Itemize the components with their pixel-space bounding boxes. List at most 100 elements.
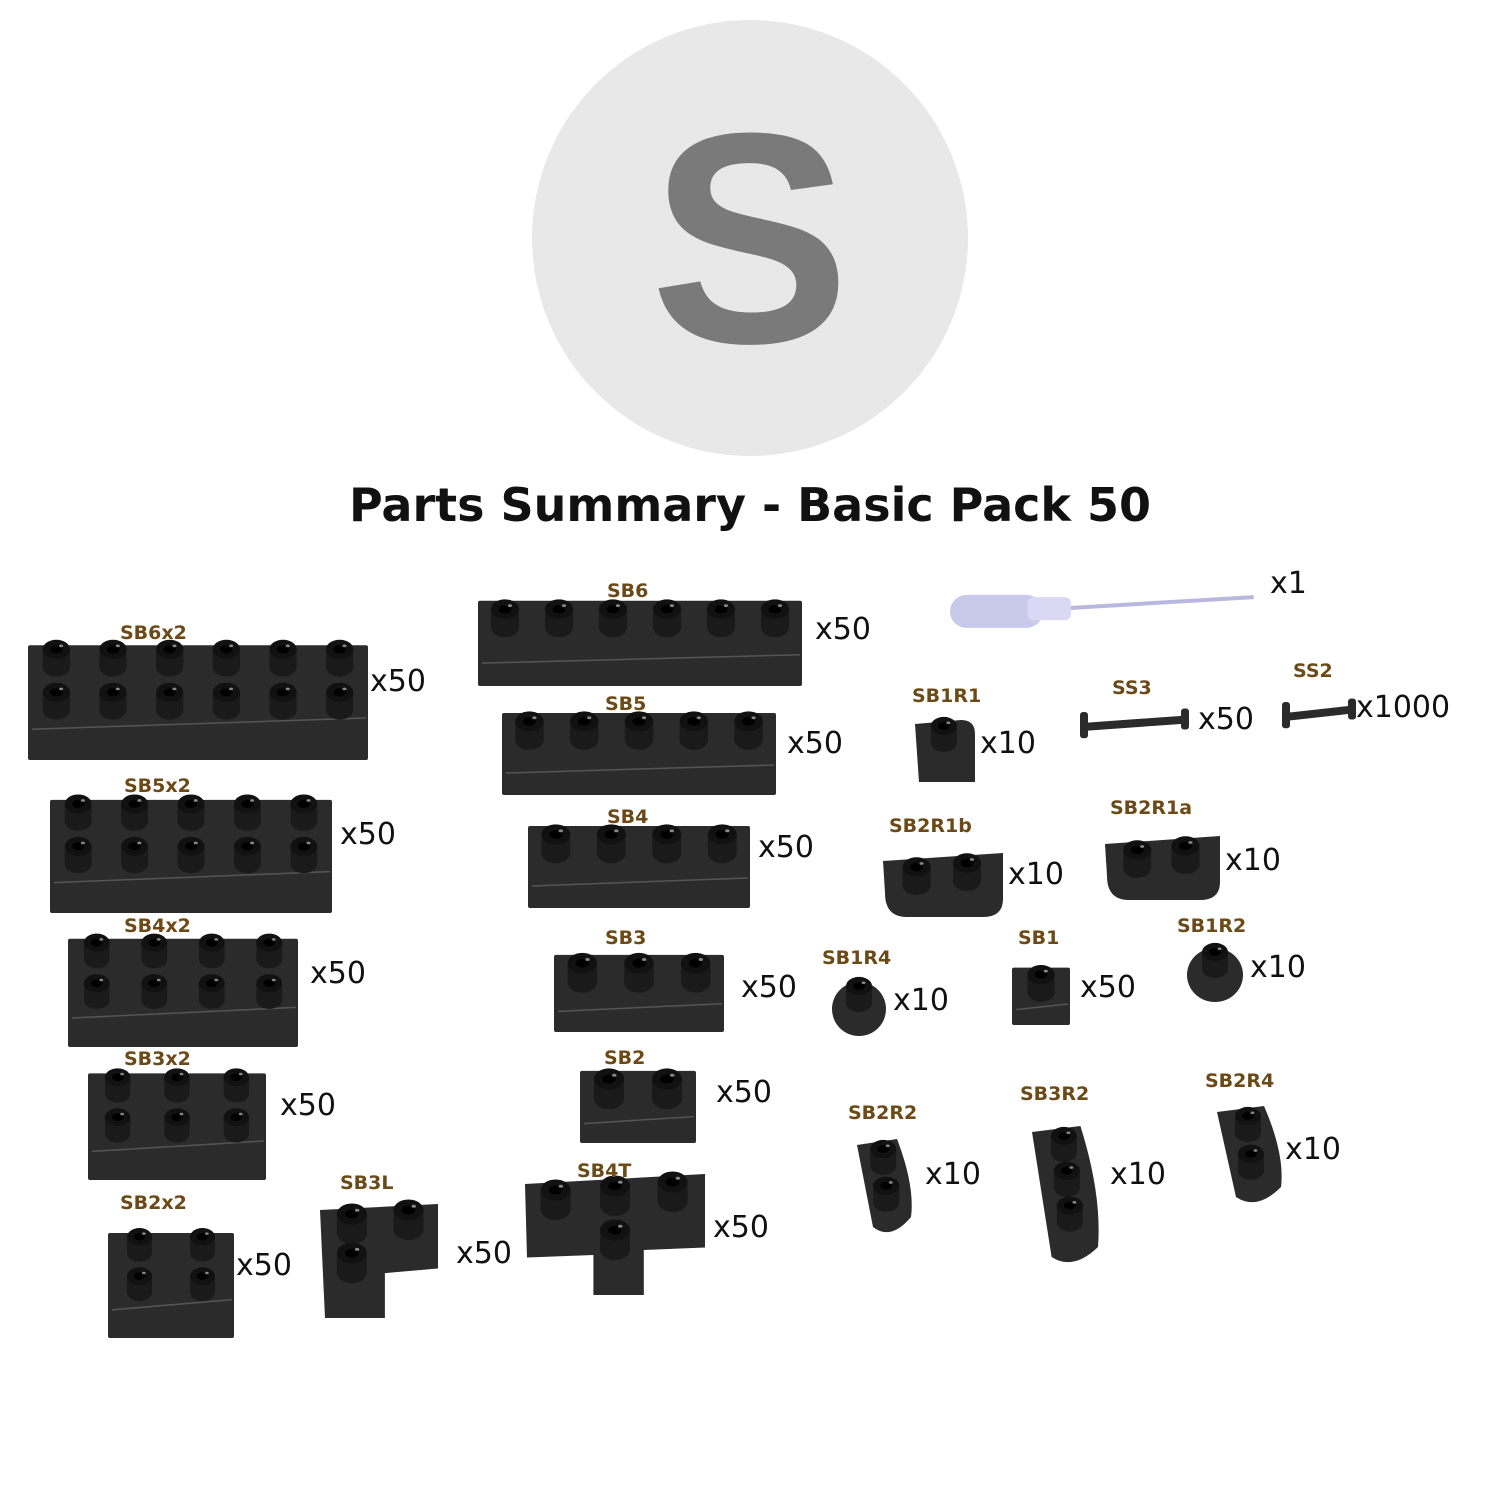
- stud: [1027, 965, 1055, 1002]
- stud: [42, 639, 70, 677]
- part-quantity: x10: [925, 1157, 981, 1192]
- part-label: SB3x2: [124, 1048, 191, 1070]
- part-quantity: x50: [713, 1210, 769, 1245]
- L-brick-icon: [320, 1199, 438, 1318]
- part-label: SS2: [1293, 660, 1333, 682]
- stud: [393, 1199, 424, 1240]
- vert-brick-icon: [857, 1139, 912, 1233]
- stud: [223, 1068, 250, 1103]
- stud: [596, 824, 626, 864]
- stud: [1237, 1144, 1264, 1180]
- part-label: SB1R2: [1177, 915, 1247, 937]
- stud: [290, 794, 318, 831]
- stud: [569, 711, 599, 750]
- stud: [256, 933, 283, 969]
- stud: [651, 1068, 683, 1110]
- part-label: SB2R1a: [1110, 797, 1193, 819]
- stud: [734, 711, 763, 750]
- part-quantity: x50: [340, 817, 396, 852]
- stud: [141, 933, 168, 969]
- stud: [870, 1139, 897, 1175]
- cyl-brick-icon: [1187, 942, 1243, 1002]
- part-label: SB6x2: [120, 622, 187, 644]
- stud: [1123, 840, 1152, 878]
- part-label: SB2R2: [848, 1102, 918, 1124]
- stud: [256, 974, 283, 1009]
- series-badge: S: [532, 20, 968, 456]
- page-title: Parts Summary - Basic Pack 50: [348, 478, 1152, 532]
- plate-brick-icon: [50, 794, 332, 913]
- stud: [541, 824, 571, 864]
- stud: [1171, 836, 1200, 874]
- stud: [707, 824, 737, 864]
- part-quantity: x1: [1270, 566, 1307, 601]
- plate-brick-icon: [478, 599, 802, 686]
- stud: [190, 1228, 215, 1262]
- stud: [930, 716, 957, 752]
- stud: [706, 599, 736, 638]
- stud: [652, 824, 682, 864]
- stud: [515, 711, 544, 750]
- stud: [593, 1068, 625, 1110]
- stud: [233, 794, 261, 831]
- part-label: SB3L: [340, 1172, 394, 1194]
- stud: [336, 1203, 367, 1244]
- part-quantity: x10: [1008, 857, 1064, 892]
- stud: [1050, 1126, 1077, 1162]
- part-quantity: x10: [1250, 950, 1306, 985]
- part-quantity: x50: [456, 1236, 512, 1271]
- stud: [141, 974, 168, 1009]
- part-quantity: x50: [236, 1248, 292, 1283]
- part-quantity: x50: [758, 830, 814, 865]
- stud: [233, 836, 261, 874]
- stud: [953, 853, 981, 891]
- part-label: SB3: [605, 927, 647, 949]
- stud: [156, 639, 184, 677]
- stud: [269, 639, 297, 677]
- part-quantity: x10: [1110, 1157, 1166, 1192]
- stud: [760, 599, 790, 638]
- stud: [42, 682, 70, 720]
- stud: [290, 836, 318, 874]
- stud: [1234, 1106, 1261, 1142]
- part-label: SB4T: [577, 1160, 632, 1182]
- plate-brick-icon: [68, 933, 298, 1047]
- stud: [198, 933, 225, 969]
- stud: [64, 794, 92, 831]
- stud: [156, 682, 184, 720]
- stud: [83, 933, 110, 969]
- stud: [540, 1179, 571, 1220]
- part-label: SB5x2: [124, 775, 191, 797]
- stud: [902, 857, 931, 895]
- stud: [1053, 1161, 1080, 1197]
- stud: [600, 1175, 630, 1216]
- part-label: SB2R4: [1205, 1070, 1275, 1092]
- vert-brick-icon: [1217, 1106, 1282, 1203]
- stud: [212, 639, 240, 677]
- stud: [99, 682, 127, 720]
- part-label: SB5: [605, 693, 647, 715]
- part-quantity: x50: [370, 664, 426, 699]
- stud: [104, 1068, 131, 1103]
- part-label: SB2: [604, 1047, 646, 1069]
- stud: [104, 1108, 131, 1143]
- stud: [177, 794, 205, 831]
- stud: [873, 1176, 900, 1212]
- stud: [121, 794, 149, 831]
- plate-brick-icon: [502, 711, 776, 795]
- stud: [164, 1108, 190, 1143]
- stud: [212, 682, 240, 720]
- stud: [567, 952, 598, 993]
- plate-brick-icon: [1012, 965, 1070, 1025]
- part-quantity: x10: [980, 726, 1036, 761]
- stud: [1202, 942, 1228, 978]
- plate-brick-icon: [108, 1228, 234, 1338]
- stud: [600, 1219, 630, 1260]
- part-label: SB4x2: [124, 915, 191, 937]
- stud: [326, 682, 354, 720]
- part-quantity: x50: [280, 1088, 336, 1123]
- stud: [121, 836, 149, 874]
- vert-brick-icon: [1032, 1126, 1099, 1263]
- series-letter: S: [649, 70, 851, 406]
- stud: [127, 1267, 152, 1302]
